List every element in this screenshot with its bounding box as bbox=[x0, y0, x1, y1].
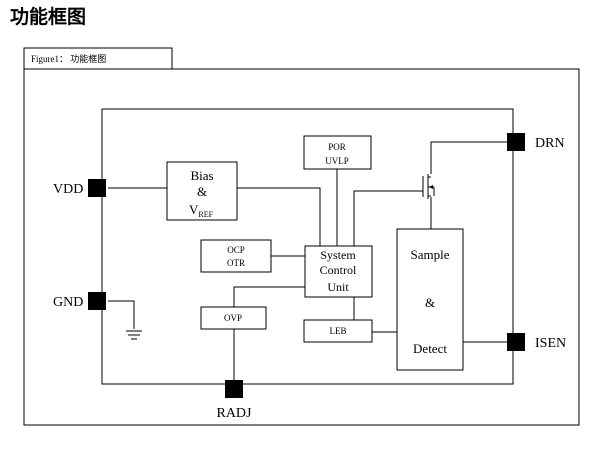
vref-subscript: REF bbox=[198, 210, 213, 219]
drn-pin bbox=[507, 133, 525, 151]
ocp-otr-block bbox=[200, 239, 272, 273]
wiring bbox=[108, 141, 507, 380]
bias-label: Bias bbox=[190, 168, 213, 183]
vdd-label: VDD bbox=[53, 182, 83, 197]
bias-vref-block bbox=[166, 161, 238, 221]
bias-amp-label: & bbox=[197, 184, 207, 199]
por-label: POR bbox=[328, 142, 346, 152]
figure-frame bbox=[23, 68, 580, 426]
gnd-pin bbox=[88, 292, 106, 310]
system-control-unit-block bbox=[304, 245, 373, 298]
radj-label: RADJ bbox=[216, 406, 252, 421]
sample-amp-label: & bbox=[425, 295, 435, 310]
vref-v: V bbox=[189, 202, 199, 217]
leb-label: LEB bbox=[330, 326, 347, 336]
sample-label: Sample bbox=[411, 247, 450, 262]
uvlp-label: UVLP bbox=[325, 156, 349, 166]
drn-label: DRN bbox=[535, 136, 565, 151]
leb-block bbox=[303, 319, 373, 343]
ovp-block bbox=[200, 306, 267, 330]
figure-tab-label: Figure1： 功能框图 bbox=[31, 53, 106, 64]
scu-line-3: Unit bbox=[327, 280, 349, 294]
scu-line-2: Control bbox=[320, 263, 357, 277]
ovp-label: OVP bbox=[224, 313, 242, 323]
vdd-pin bbox=[88, 179, 106, 197]
gnd-label: GND bbox=[53, 295, 83, 310]
chip-boundary bbox=[101, 108, 514, 385]
page-heading: 功能框图 bbox=[10, 6, 87, 28]
vref-label: VREF bbox=[189, 202, 214, 219]
sample-detect-block bbox=[396, 228, 464, 371]
scu-line-1: System bbox=[320, 248, 356, 262]
ocp-label: OCP bbox=[227, 245, 245, 255]
otr-label: OTR bbox=[227, 258, 245, 268]
por-uvlp-block bbox=[303, 135, 372, 170]
detect-label: Detect bbox=[413, 341, 447, 356]
isen-label: ISEN bbox=[535, 336, 566, 351]
isen-pin bbox=[507, 333, 525, 351]
mosfet-arrow bbox=[429, 185, 433, 189]
radj-pin bbox=[225, 380, 243, 398]
